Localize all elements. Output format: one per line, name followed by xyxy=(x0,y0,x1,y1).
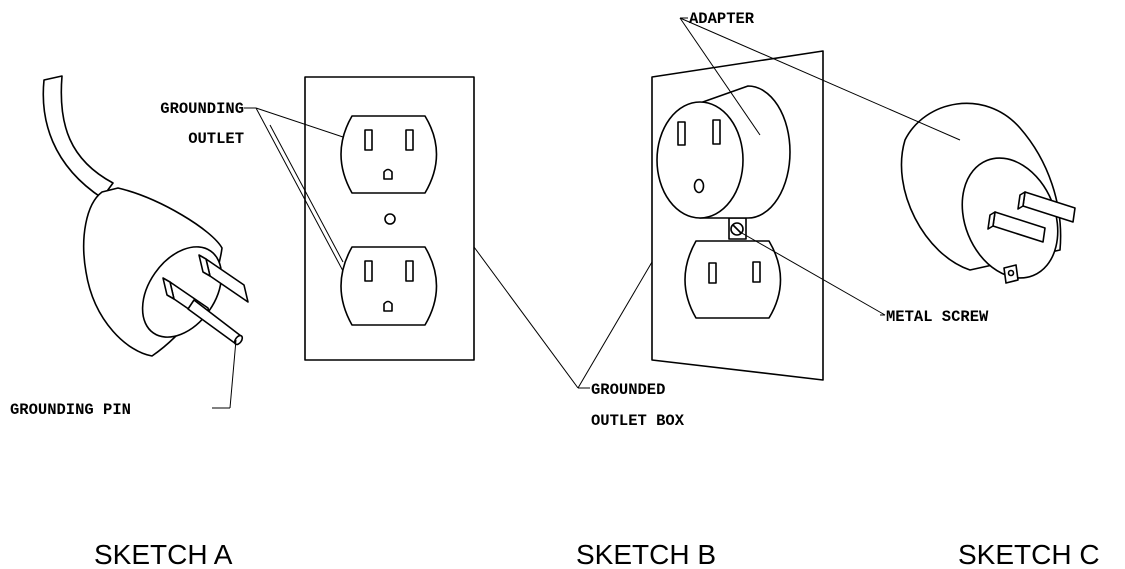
upper-receptacle xyxy=(340,115,438,194)
sketch-c-adapter xyxy=(900,102,1076,284)
lower-receptacle xyxy=(340,246,438,326)
sketch-b-adapter-slot-right xyxy=(712,119,721,145)
upper-receptacle-ground-hole xyxy=(383,168,393,180)
sketch-b-lower-slot-right xyxy=(752,261,761,283)
grounding-pin-label: GROUNDING PIN xyxy=(10,401,131,419)
sketch-b-lower-slot-left xyxy=(708,262,717,284)
sketch-b-outlet-plate xyxy=(651,50,824,381)
upper-receptacle-slot-right xyxy=(405,129,414,151)
metal-screw-label: METAL SCREW xyxy=(886,308,989,326)
leader-lines xyxy=(212,17,961,409)
sketch-a-plug xyxy=(42,75,249,357)
sketch-b-adapter-slot-left xyxy=(677,121,686,146)
sketch-b-caption: SKETCH B xyxy=(576,539,716,569)
grounded-outlet-box-label-line2: OUTLET BOX xyxy=(591,412,685,430)
sketch-b-lower-receptacle xyxy=(684,240,782,319)
cover-plate-screw xyxy=(384,213,396,225)
adapter-prong-lower xyxy=(987,211,1046,243)
plug-blade-upper xyxy=(198,254,249,303)
sketch-b-adapter xyxy=(656,85,791,219)
grounding-outlet-label-line2: OUTLET xyxy=(188,130,244,148)
sketch-b-adapter-face xyxy=(656,101,744,219)
sketch-a-outlet-plate xyxy=(304,76,475,361)
plug-cord xyxy=(42,75,114,199)
grounded-outlet-box-label-line1: GROUNDED xyxy=(591,381,665,399)
lower-receptacle-slot-left xyxy=(364,260,373,282)
lower-receptacle-ground-hole xyxy=(383,300,393,312)
lower-receptacle-slot-right xyxy=(405,260,414,282)
adapter-prong-upper xyxy=(1017,191,1076,223)
sketch-a-caption: SKETCH A xyxy=(94,539,233,569)
sketch-captions: SKETCH A SKETCH B SKETCH C xyxy=(94,539,1100,569)
callouts: GROUNDING OUTLET GROUNDING PIN GROUNDED … xyxy=(10,10,989,430)
sketch-c-caption: SKETCH C xyxy=(958,539,1100,569)
adapter-ground-tab xyxy=(1003,264,1019,284)
upper-receptacle-slot-left xyxy=(364,129,373,151)
metal-screw xyxy=(730,222,744,236)
grounding-outlet-label-line1: GROUNDING xyxy=(160,100,244,118)
sketch-b-adapter-tab xyxy=(728,217,747,240)
adapter-label: ADAPTER xyxy=(689,10,755,28)
sketch-b-adapter-ground-hole xyxy=(693,178,705,194)
